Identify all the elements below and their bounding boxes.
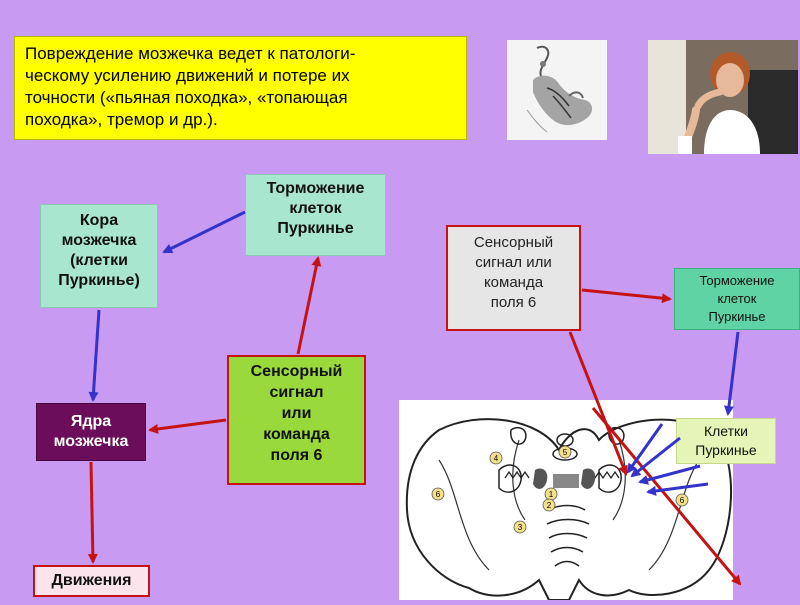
sensory-label-line: сигнал bbox=[269, 384, 324, 401]
arrow-inhibition-to-cortex bbox=[162, 210, 246, 254]
intro-line: походка», тремор и др.). bbox=[25, 110, 218, 129]
purkinje-label-line: Пуркинье bbox=[695, 442, 757, 458]
arrow-cortex-to-nuclei bbox=[88, 309, 101, 402]
purkinje-inhibition-box: Торможение клеток Пуркинье bbox=[245, 174, 386, 256]
purkinje-inhibition-box-right: Торможение клеток Пуркинье bbox=[674, 268, 800, 330]
cerebellar-nuclei-box: Ядра мозжечка bbox=[36, 403, 146, 461]
nuclei-label-line: мозжечка bbox=[53, 433, 129, 450]
section-label-4: 4 bbox=[489, 451, 503, 465]
sensory-label-line: поля 6 bbox=[270, 447, 323, 464]
svg-text:2: 2 bbox=[547, 501, 552, 510]
sensory-right-label-line: поля 6 bbox=[490, 294, 537, 311]
section-label-6-right: 6 bbox=[675, 493, 689, 507]
section-label-6-left: 6 bbox=[431, 487, 445, 501]
inhibition-right-label-line: Пуркинье bbox=[708, 309, 766, 324]
sensory-right-label-line: сигнал или bbox=[475, 254, 552, 271]
cortex-label-line: Пуркинье) bbox=[58, 272, 140, 289]
purkinje-label-line: Клетки bbox=[703, 423, 748, 439]
inhibition-label-line: Торможение bbox=[266, 180, 365, 197]
svg-text:1: 1 bbox=[549, 490, 554, 499]
svg-text:4: 4 bbox=[494, 454, 499, 463]
sensory-label-line: Сенсорный bbox=[250, 363, 343, 380]
movements-box: Движения bbox=[33, 565, 150, 597]
intro-line: Повреждение мозжечка ведет к патологи- bbox=[25, 44, 356, 63]
intro-line: ческому усилению движений и потере их bbox=[25, 66, 350, 85]
arrow-sensory-to-nuclei bbox=[148, 418, 227, 434]
svg-text:3: 3 bbox=[518, 523, 523, 532]
arrow-sensory-right-to-inhibition bbox=[581, 288, 672, 304]
sensory-right-label-line: Сенсорный bbox=[473, 234, 554, 251]
cortex-label-line: Кора bbox=[79, 212, 119, 229]
purkinje-cells-box: Клетки Пуркинье bbox=[676, 418, 776, 464]
inhibition-right-label-line: клеток bbox=[717, 291, 757, 306]
person-photo-icon bbox=[648, 40, 798, 154]
svg-text:6: 6 bbox=[680, 496, 685, 505]
sensory-signal-box-right: Сенсорный сигнал или команда поля 6 bbox=[446, 225, 581, 331]
nuclei-label-line: Ядра bbox=[70, 413, 112, 430]
section-label-3: 3 bbox=[513, 520, 527, 534]
intro-text-box: Повреждение мозжечка ведет к патологи- ч… bbox=[14, 36, 467, 140]
inhibition-label-line: Пуркинье bbox=[277, 220, 354, 237]
section-label-2: 2 bbox=[542, 498, 556, 512]
inhibition-label-line: клеток bbox=[289, 200, 342, 217]
intro-line: точности («пьяная походка», «топающая bbox=[25, 88, 348, 107]
section-label-5: 5 bbox=[558, 445, 572, 459]
sensory-signal-box: Сенсорный сигнал или команда поля 6 bbox=[227, 355, 366, 485]
cortex-label-line: мозжечка bbox=[61, 232, 137, 249]
sensory-right-label-line: команда bbox=[483, 274, 544, 291]
inhibition-right-label-line: Торможение bbox=[699, 273, 775, 288]
cortex-label-line: (клетки bbox=[70, 252, 128, 269]
arrow-nuclei-to-movements bbox=[87, 461, 98, 564]
arrow-sensory-to-inhibition bbox=[296, 256, 322, 355]
cerebellar-cortex-box: Кора мозжечка (клетки Пуркинье) bbox=[40, 204, 158, 308]
svg-text:6: 6 bbox=[436, 490, 441, 499]
section-label-1: 1 bbox=[544, 487, 558, 501]
hand-movement-photo bbox=[507, 40, 607, 140]
sensory-label-line: команда bbox=[263, 426, 330, 443]
svg-text:5: 5 bbox=[563, 448, 568, 457]
finger-nose-test-photo bbox=[648, 40, 798, 154]
hand-sketch-icon bbox=[526, 45, 593, 133]
sensory-label-line: или bbox=[281, 405, 312, 422]
